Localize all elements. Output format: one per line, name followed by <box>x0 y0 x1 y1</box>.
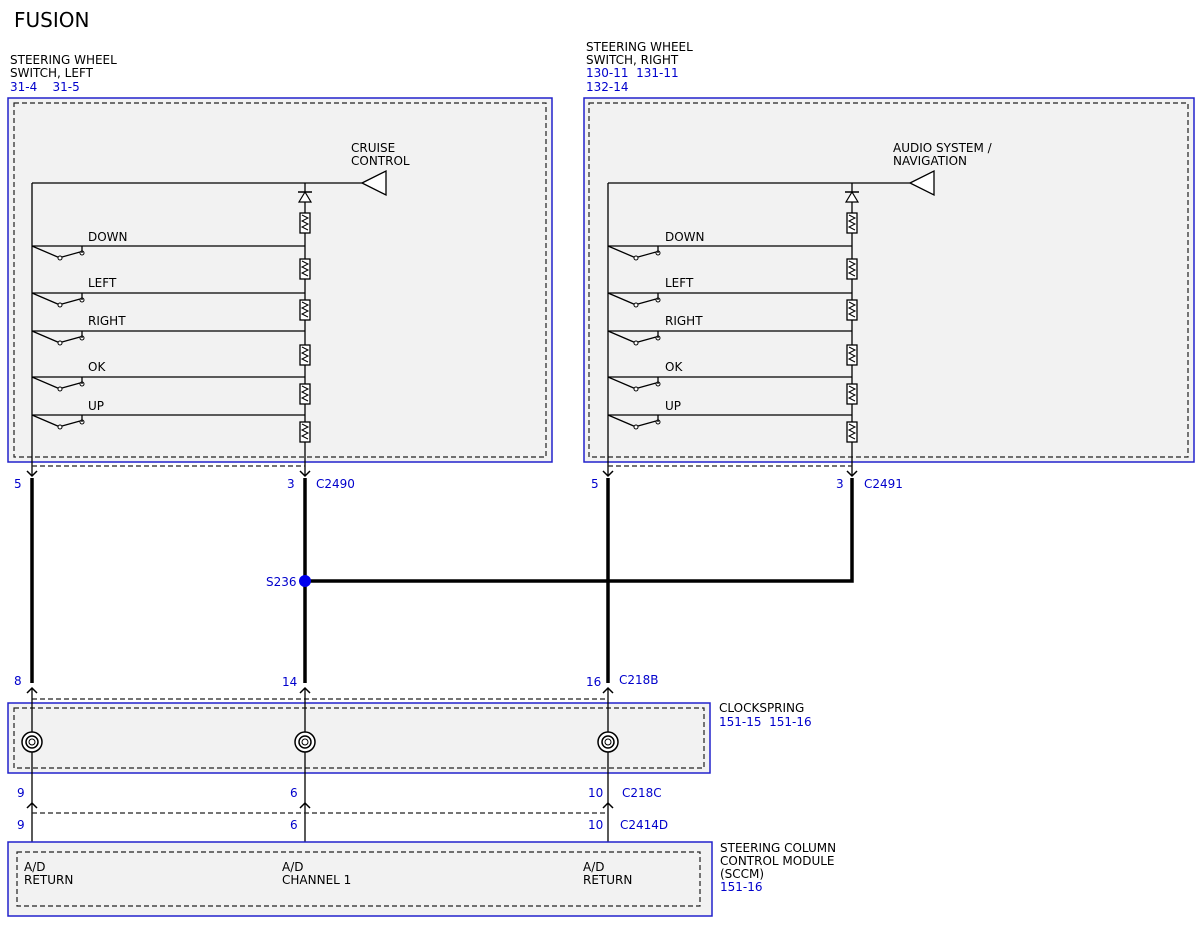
switch-label-right: RIGHT <box>665 314 703 328</box>
sccm-terminal-1-line1: A/D <box>24 860 46 874</box>
switch-label-right: RIGHT <box>88 314 126 328</box>
clockspring-pin-8: 8 <box>14 674 22 688</box>
diode-icon <box>844 190 860 203</box>
clockspring-coil-icon <box>294 731 316 753</box>
clockspring-coil-icon <box>597 731 619 753</box>
sccm-pin-10: 10 <box>588 818 603 832</box>
connector-c218c: C218C <box>622 786 662 800</box>
left-switch-name-1: STEERING WHEEL <box>10 53 117 67</box>
clockspring-inner <box>13 707 705 769</box>
left-switch-inner <box>13 102 547 458</box>
switch-label-down: DOWN <box>665 230 705 244</box>
clockspring-refs: 151-15 151-16 <box>719 715 812 729</box>
right-switch-inner <box>588 102 1189 458</box>
clockspring-pin-10: 10 <box>588 786 603 800</box>
splice-label: S236 <box>266 575 297 589</box>
right-switch-left: LEFT <box>607 276 852 308</box>
right-pin-3: 3 <box>836 477 844 491</box>
cruise-label-1: CRUISE <box>351 141 395 155</box>
sccm-name-3: (SCCM) <box>720 867 764 881</box>
right-switch-down: DOWN <box>607 230 852 261</box>
diode-icon <box>297 190 313 203</box>
switch-label-down: DOWN <box>88 230 128 244</box>
switch-label-ok: OK <box>665 360 683 374</box>
sccm-name-1: STEERING COLUMN <box>720 841 836 855</box>
sccm-terminal-1-line2: RETURN <box>24 873 73 887</box>
clockspring-pin-6: 6 <box>290 786 298 800</box>
left-pin-3: 3 <box>287 477 295 491</box>
sccm-name-2: CONTROL MODULE <box>720 854 835 868</box>
right-pin-5: 5 <box>591 477 599 491</box>
left-switch-ok: OK <box>31 360 305 392</box>
connector-c2414d: C2414D <box>620 818 668 832</box>
switch-label-left: LEFT <box>88 276 117 290</box>
page-title: FUSION <box>14 8 89 32</box>
clockspring-box <box>7 702 711 774</box>
switch-label-ok: OK <box>88 360 106 374</box>
splice-s236 <box>299 575 311 587</box>
sccm-terminal-2-line1: A/D <box>282 860 304 874</box>
sccm-terminal-3-line2: RETURN <box>583 873 632 887</box>
clockspring-pin-16: 16 <box>586 675 601 689</box>
cruise-label-2: CONTROL <box>351 154 410 168</box>
connector-c2491: C2491 <box>864 477 903 491</box>
clockspring-name: CLOCKSPRING <box>719 701 804 715</box>
sccm-terminal-2-line2: CHANNEL 1 <box>282 873 351 887</box>
audio-label-2: NAVIGATION <box>893 154 967 168</box>
connector-c2490: C2490 <box>316 477 355 491</box>
right-switch-up: UP <box>607 399 852 430</box>
left-switch-refs: 31-4 31-5 <box>10 80 80 94</box>
right-switch-refs-1: 130-11 131-11 <box>586 66 679 80</box>
right-switch-right: RIGHT <box>607 314 852 346</box>
right-switch-refs-2: 132-14 <box>586 80 629 94</box>
cruise-output-icon <box>360 169 387 197</box>
right-switch-box <box>583 97 1195 463</box>
clockspring-pin-9: 9 <box>17 786 25 800</box>
right-switch-name-2: SWITCH, RIGHT <box>586 53 679 67</box>
clockspring-coil-icon <box>21 731 43 753</box>
right-switch-name-1: STEERING WHEEL <box>586 40 693 54</box>
switch-label-up: UP <box>88 399 104 413</box>
left-switch-right: RIGHT <box>31 314 305 346</box>
left-switch-up: UP <box>31 399 305 430</box>
sccm-pin-6: 6 <box>290 818 298 832</box>
right-switch-ok: OK <box>607 360 852 392</box>
sccm-terminal-3-line1: A/D <box>583 860 605 874</box>
switch-label-up: UP <box>665 399 681 413</box>
wire-right-signal <box>305 478 854 583</box>
left-pin-5: 5 <box>14 477 22 491</box>
clockspring-pin-14: 14 <box>282 675 297 689</box>
connector-c218b: C218B <box>619 673 659 687</box>
left-switch-name-2: SWITCH, LEFT <box>10 66 94 80</box>
sccm-refs: 151-16 <box>720 880 763 894</box>
left-switch-box <box>7 97 553 463</box>
sccm-pin-9: 9 <box>17 818 25 832</box>
left-switch-left: LEFT <box>31 276 305 308</box>
switch-label-left: LEFT <box>665 276 694 290</box>
left-switch-down: DOWN <box>31 230 305 261</box>
audio-label-1: AUDIO SYSTEM / <box>893 141 993 155</box>
sccm-box <box>7 841 713 917</box>
audio-output-icon <box>908 169 935 197</box>
